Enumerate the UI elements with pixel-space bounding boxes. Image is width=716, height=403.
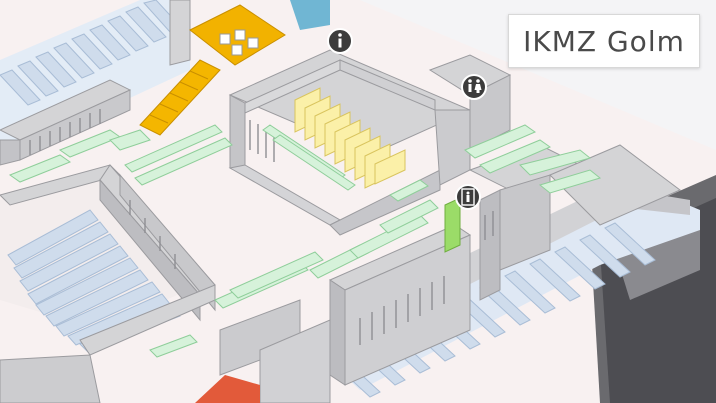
map-title-box: IKMZ Golm — [508, 14, 700, 68]
red-zone — [195, 375, 260, 403]
elevator-core-top — [290, 0, 330, 30]
elevator-icon[interactable] — [455, 184, 481, 210]
shelving-wing-top-left — [0, 0, 190, 140]
staircase — [139, 4, 286, 136]
media-shelves — [294, 87, 406, 189]
restroom-icon[interactable] — [461, 74, 487, 100]
wall-windows — [29, 109, 494, 345]
info-icon[interactable] — [327, 28, 353, 54]
map-title: IKMZ Golm — [523, 24, 685, 58]
elevator-shaft — [444, 197, 461, 253]
study-desks — [8, 124, 602, 358]
